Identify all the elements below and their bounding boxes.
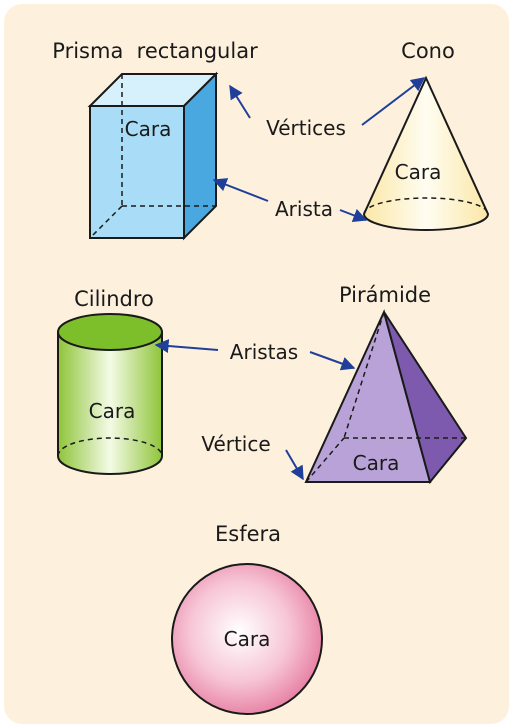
sphere-title: Esfera [215,522,281,546]
prism-hidden-edge [89,205,123,239]
vertex-arrow-pyramid [285,449,304,481]
vertices-arrow-cone [361,77,426,126]
pyramid-side-face [383,311,468,485]
edges-label: Aristas [230,340,298,364]
edge-arrow-prism [212,178,269,202]
prism-face-label: Cara [125,117,172,141]
pyramid-hidden-edge [343,311,385,439]
edges-arrow-cylinder [154,339,219,353]
prism-title: Prisma rectangular [52,39,258,63]
cylinder-body [57,331,163,475]
rectangular-prism [87,71,219,241]
cylinder [57,313,163,475]
pyramid [304,309,468,485]
edges-arrow-pyramid [309,351,356,371]
cylinder-face-label: Cara [89,399,136,423]
cylinder-top-face [57,313,163,351]
sphere [171,563,323,715]
sphere-face-label: Cara [224,627,271,651]
edge-arrow-cone [339,208,368,223]
cone-hidden-base [363,197,489,215]
edge-label: Arista [275,197,333,221]
vertices-label: Vértices [266,116,346,140]
cone-face-label: Cara [395,160,442,184]
cone [362,75,490,231]
cone-title: Cono [401,39,455,63]
cylinder-hidden-base [57,437,163,457]
vertices-arrow-prism [229,84,251,119]
pyramid-face-label: Cara [353,451,400,475]
cylinder-title: Cilindro [74,287,154,311]
cone-body [362,75,490,231]
pyramid-title: Pirámide [339,283,431,307]
pyramid-hidden-edge [305,437,345,483]
vertex-label: Vértice [201,432,270,456]
